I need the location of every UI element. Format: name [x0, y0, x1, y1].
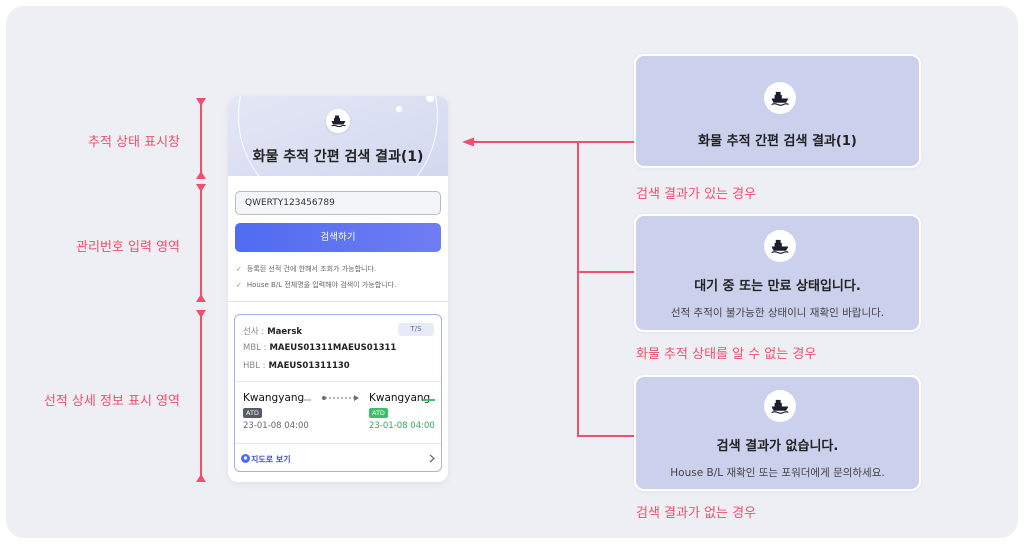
case-subtitle: 선적 추적이 불가능한 상태이니 재확인 바랍니다. [670, 307, 885, 319]
ship-icon [764, 390, 796, 422]
case-title: 대기 중 또는 만료 상태입니다. [694, 279, 861, 294]
hbl-row: HBL :MAEUS01311130 [243, 361, 350, 371]
bracket-arrow [196, 294, 206, 302]
bracket-arrow [196, 98, 206, 106]
connector-line [577, 271, 638, 273]
ship-icon [764, 82, 796, 114]
arrow-head-icon [462, 137, 474, 147]
case-title: 검색 결과가 없습니다. [716, 439, 839, 454]
case-label: 검색 결과가 없는 경우 [636, 506, 757, 521]
view-map-link[interactable]: 지도로 보기 [251, 455, 291, 464]
connector-line [472, 141, 638, 143]
destination-time: 23-01-08 04:00 [369, 421, 435, 431]
phone-mockup: 화물 추적 간편 검색 결과(1) QWERTY123456789 검색하기 ✓… [228, 96, 448, 482]
divider [228, 301, 448, 302]
result-title: 화물 추적 간편 검색 결과(1) [252, 149, 424, 165]
destination-status-badge: ATD [369, 408, 388, 418]
case-card-result-found: 화물 추적 간편 검색 결과(1) [634, 54, 921, 168]
notice-item: ✓House B/L 전체명을 입력해야 검색이 가능합니다. [236, 281, 397, 289]
chevron-right-icon[interactable] [429, 454, 435, 463]
search-button[interactable]: 검색하기 [235, 223, 441, 252]
case-title: 화물 추적 간편 검색 결과(1) [698, 134, 857, 149]
bracket-arrow [196, 171, 206, 179]
connector-trunk [577, 141, 579, 436]
check-icon: ✓ [236, 281, 242, 289]
bracket-input-line [200, 186, 202, 300]
bracket-arrow [196, 310, 206, 318]
bracket-status-line [200, 100, 202, 178]
bracket-arrow [196, 474, 206, 482]
ship-icon [764, 230, 796, 262]
tracking-number-input[interactable]: QWERTY123456789 [235, 191, 441, 215]
connector-line [577, 435, 638, 437]
carrier-row: 선사 :Maersk [243, 327, 303, 337]
case-label: 화물 추적 상태를 알 수 없는 경우 [636, 347, 817, 362]
check-icon: ✓ [236, 265, 242, 273]
tracking-status-header: 화물 추적 간편 검색 결과(1) [228, 96, 448, 176]
destination-port: Kwangyang [369, 392, 431, 404]
label-detail-area: 선적 상세 정보 표시 영역 [43, 394, 180, 409]
ship-icon [326, 109, 350, 133]
origin-port: Kwangyang [243, 392, 305, 404]
mbl-row: MBL :MAEUS01311MAEUS01311 [243, 343, 397, 353]
map-pin-icon [241, 454, 250, 463]
label-status-area: 추적 상태 표시창 [88, 135, 180, 150]
label-input-area: 관리번호 입력 영역 [76, 240, 180, 255]
bracket-detail-line [200, 312, 202, 480]
notice-item: ✓등록된 선적 건에 한해서 조회가 가능합니다. [236, 265, 377, 273]
case-subtitle: House B/L 재확인 또는 포워더에게 문의하세요. [670, 467, 885, 479]
case-card-unknown-status: 대기 중 또는 만료 상태입니다. 선적 추적이 불가능한 상태이니 재확인 바… [634, 214, 921, 332]
case-label: 검색 결과가 있는 경우 [636, 187, 757, 202]
origin-time: 23-01-08 04:00 [243, 421, 309, 431]
origin-status-badge: ATD [243, 408, 262, 418]
shipment-detail-card: 선사 :Maersk T/S MBL :MAEUS01311MAEUS01311… [234, 314, 442, 472]
bracket-arrow [196, 184, 206, 192]
case-card-no-result: 검색 결과가 없습니다. House B/L 재확인 또는 포워더에게 문의하세… [634, 375, 921, 491]
route-arrow-icon [322, 395, 359, 401]
transshipment-tag: T/S [398, 323, 434, 336]
